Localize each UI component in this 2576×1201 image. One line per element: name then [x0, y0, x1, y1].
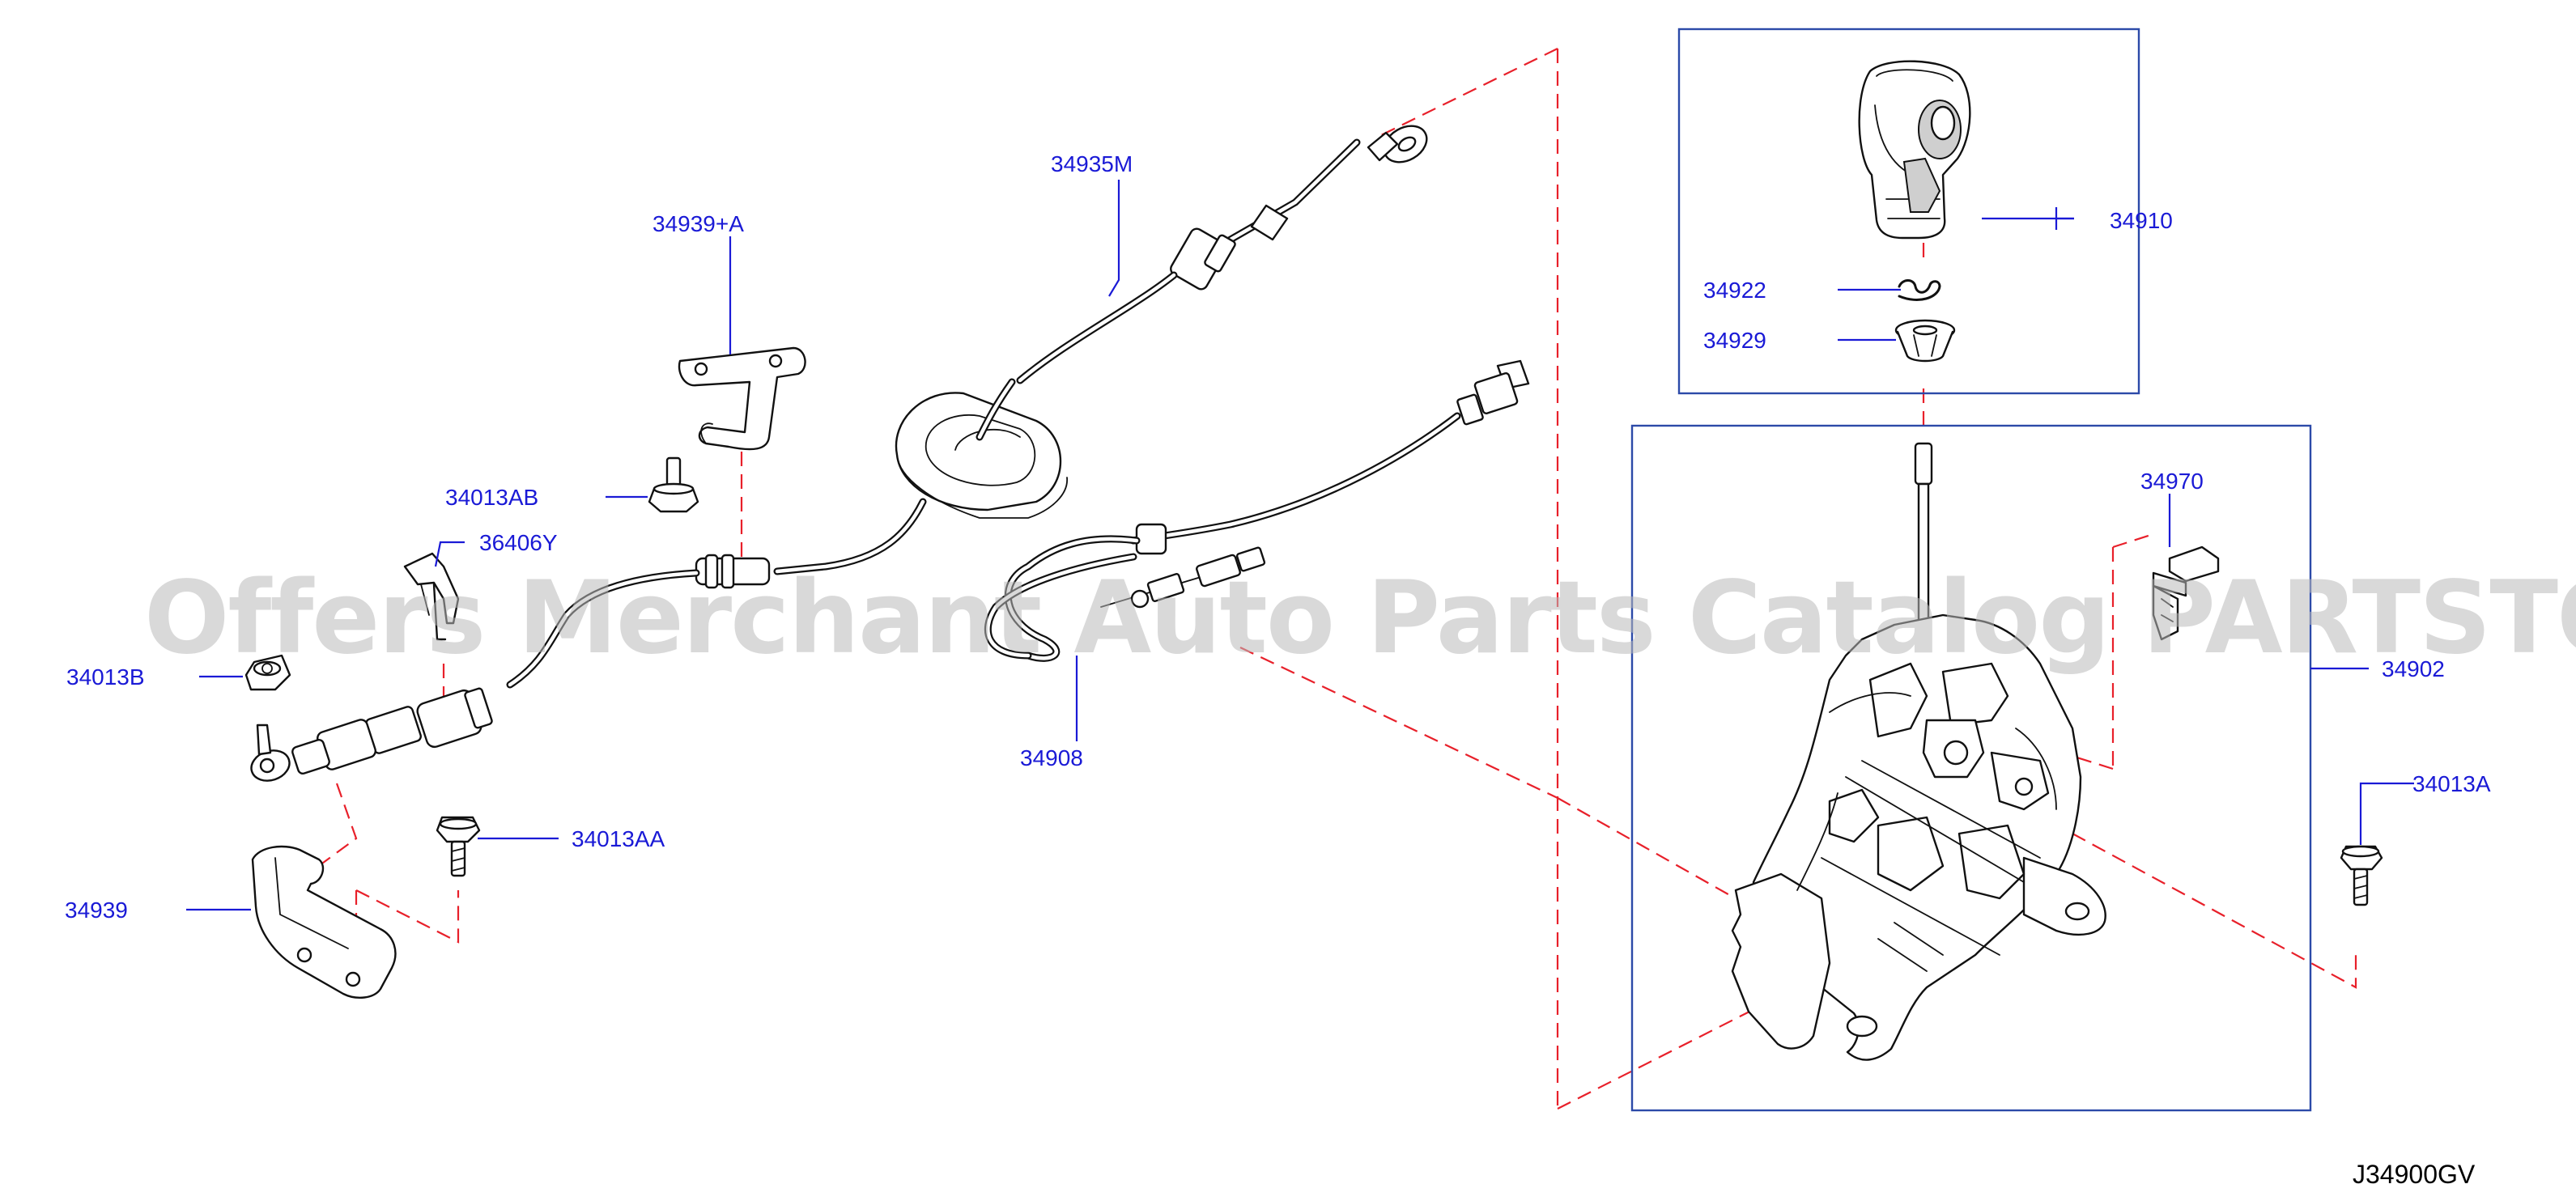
label-34013a: 34013A [2412, 771, 2491, 796]
control-cable-34908 [984, 359, 1530, 662]
clip-36406y [403, 552, 460, 641]
label-34908: 34908 [1020, 745, 1083, 770]
label-34935m: 34935M [1051, 151, 1133, 176]
label-36406y: 36406Y [479, 530, 558, 555]
label-34929: 34929 [1703, 328, 1766, 353]
leader-lines [186, 180, 2414, 911]
selector-cable-34935m [250, 125, 1428, 782]
shifter-group-box [1630, 424, 2312, 1112]
label-34902: 34902 [2382, 656, 2445, 681]
label-34013b: 34013B [66, 664, 145, 690]
bracket-34939 [251, 845, 397, 999]
label-34939: 34939 [65, 898, 128, 923]
label-34970: 34970 [2140, 469, 2204, 494]
nut-34013b [244, 654, 291, 691]
spring-clip-34922 [1898, 279, 1941, 301]
label-34922: 34922 [1703, 278, 1766, 303]
label-34013aa: 34013AA [572, 826, 665, 851]
label-34013ab: 34013AB [445, 485, 538, 510]
label-34939-a: 34939+A [653, 211, 744, 236]
bolt-34013ab [648, 456, 699, 513]
knob-group-box [1677, 28, 2140, 395]
diagram-reference-code: J34900GV [2353, 1160, 2476, 1189]
bracket-34939-a [678, 346, 806, 451]
bolt-34013aa [436, 816, 481, 877]
switch-34970 [2152, 545, 2220, 641]
shift-knob-34910 [1858, 60, 1971, 240]
bushing-34929 [1894, 319, 1956, 363]
watermark-text: Offers Merchant Auto Parts Catalog PARTS… [144, 560, 2576, 677]
shifter-assembly-34902 [1731, 442, 2106, 1061]
label-34910: 34910 [2110, 208, 2173, 233]
bolt-34013a [2340, 845, 2383, 906]
